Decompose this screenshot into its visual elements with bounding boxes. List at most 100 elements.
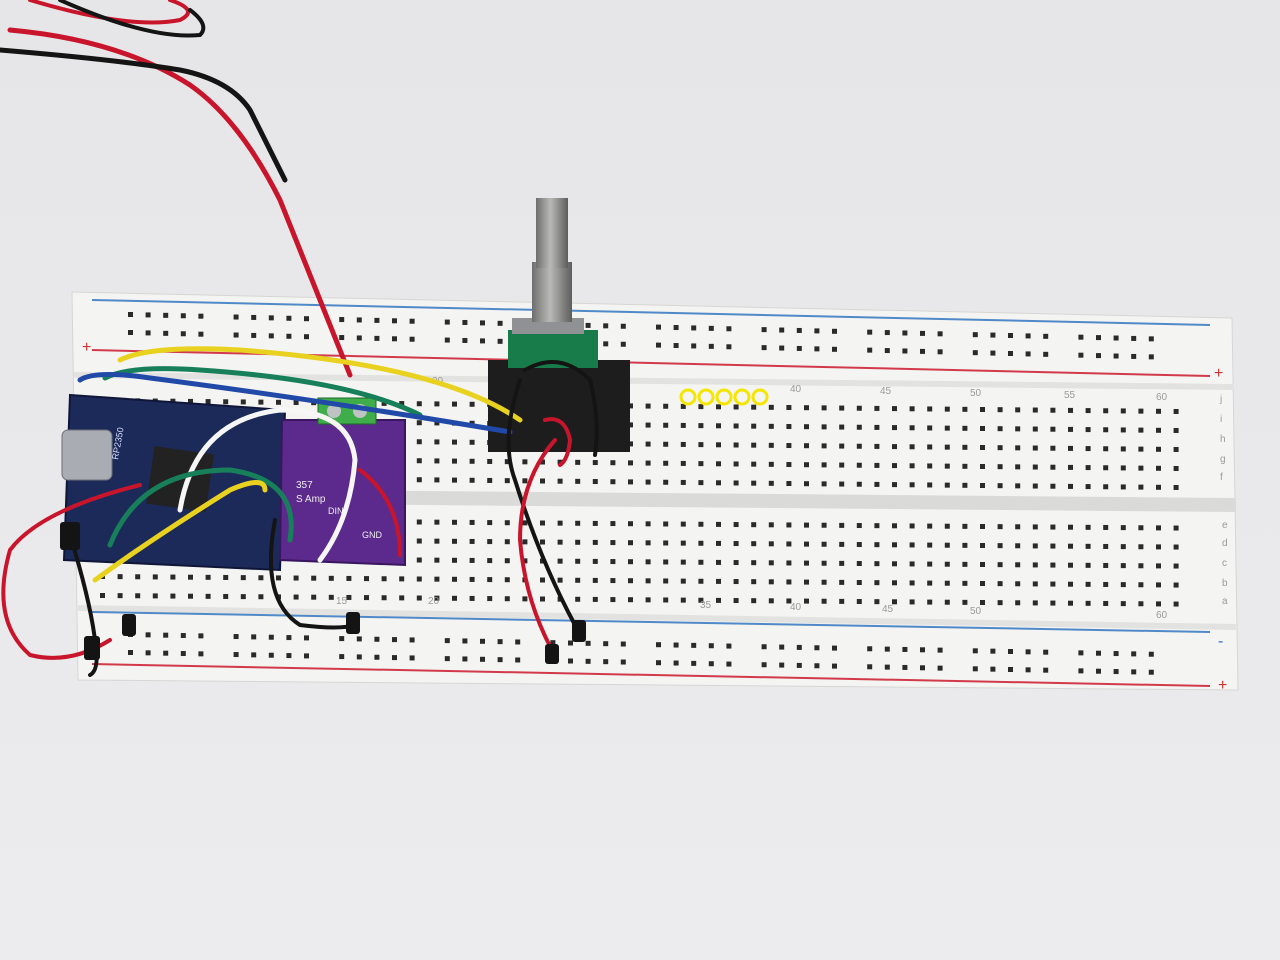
breadboard-hole	[962, 463, 968, 469]
row-letter: j	[1219, 394, 1222, 405]
breadboard-hole	[487, 539, 493, 545]
breadboard-hole	[786, 579, 792, 585]
breadboard-hole	[962, 580, 968, 586]
breadboard-hole	[620, 323, 626, 329]
breadboard-hole	[1131, 651, 1137, 657]
breadboard-hole	[751, 541, 757, 547]
breadboard-hole	[416, 557, 422, 563]
breadboard-hole	[592, 539, 598, 545]
breadboard-hole	[804, 522, 809, 528]
breadboard-hole	[768, 404, 774, 410]
breadboard-hole	[821, 560, 827, 566]
breadboard-hole	[205, 399, 211, 405]
breadboard-hole	[575, 577, 581, 583]
breadboard-hole	[540, 539, 545, 545]
breadboard-hole	[839, 424, 845, 430]
encoder-shaft-thread	[532, 262, 572, 322]
breadboard-hole	[100, 593, 105, 598]
breadboard-hole	[540, 520, 545, 526]
breadboard-hole	[698, 540, 704, 546]
breadboard-hole	[487, 520, 493, 526]
bottom-rail-minus: -	[1218, 633, 1223, 650]
breadboard-hole	[1025, 351, 1031, 357]
breadboard-hole	[1025, 667, 1031, 673]
breadboard-hole	[1173, 563, 1179, 569]
breadboard-hole	[884, 646, 890, 652]
breadboard-hole	[832, 328, 837, 334]
breadboard-hole	[733, 522, 739, 528]
breadboard-hole	[522, 558, 528, 564]
breadboard-hole	[1043, 351, 1049, 357]
col-number: 40	[790, 602, 802, 613]
breadboard-hole	[258, 399, 264, 405]
top-rail-plus: +	[82, 339, 91, 356]
row-letter: b	[1222, 578, 1228, 589]
yellow-wire	[117, 346, 523, 423]
breadboard-hole	[1173, 446, 1179, 452]
breadboard-hole	[1120, 465, 1126, 471]
breadboard-hole	[339, 636, 345, 642]
breadboard-hole	[786, 481, 792, 487]
breadboard-hole	[839, 541, 845, 547]
breadboard-hole	[892, 463, 897, 469]
breadboard-hole	[927, 561, 933, 567]
breadboard-hole	[522, 459, 528, 465]
breadboard-hole	[1050, 464, 1056, 470]
row-letter: e	[1222, 520, 1228, 531]
jumper-wires	[0, 0, 599, 677]
breadboard-hole	[874, 481, 880, 487]
breadboard-hole	[286, 333, 292, 339]
breadboard-hole	[1096, 335, 1101, 341]
breadboard-hole	[180, 331, 186, 337]
breadboard-hole	[1078, 668, 1084, 674]
breadboard-hole	[874, 443, 880, 449]
breadboard-hole	[708, 661, 714, 667]
breadboard-hole	[698, 578, 704, 584]
breadboard-hole	[1173, 484, 1179, 490]
breadboard-hole	[170, 593, 176, 599]
breadboard-hole	[1120, 446, 1126, 452]
breadboard-hole	[856, 599, 862, 605]
breadboard-hole	[997, 524, 1003, 530]
breadboard-hole	[469, 519, 475, 525]
breadboard-hole	[1103, 524, 1109, 530]
breadboard-hole	[1032, 426, 1038, 432]
breadboard-hole	[152, 593, 158, 599]
breadboard-hole	[540, 596, 545, 602]
breadboard-hole	[1156, 465, 1161, 471]
breadboard-hole	[557, 558, 563, 564]
breadboard-hole	[892, 542, 897, 548]
breadboard-hole	[1015, 483, 1021, 489]
breadboard-hole	[1173, 601, 1179, 607]
screw-icon	[327, 404, 341, 418]
breadboard-hole	[374, 654, 380, 660]
breadboard-hole	[786, 405, 792, 411]
breadboard-hole	[814, 346, 820, 352]
breadboard-hole	[416, 439, 422, 445]
breadboard-hole	[909, 561, 915, 567]
breadboard-hole	[902, 348, 908, 354]
breadboard-hole	[188, 593, 193, 599]
breadboard-hole	[356, 636, 362, 642]
breadboard-hole	[557, 478, 563, 484]
breadboard-hole	[751, 442, 757, 448]
breadboard-hole	[927, 425, 933, 431]
breadboard-hole	[585, 322, 591, 328]
breadboard-hole	[504, 459, 510, 465]
breadboard-hole	[276, 399, 281, 405]
breadboard-hole	[867, 347, 873, 353]
breadboard-hole	[698, 442, 704, 448]
breadboard-hole	[716, 442, 721, 448]
breadboard-hole	[145, 632, 151, 638]
breadboard-hole	[480, 638, 485, 644]
breadboard-hole	[497, 657, 503, 663]
breadboard-hole	[1050, 543, 1056, 549]
breadboard-hole	[856, 481, 862, 487]
breadboard-hole	[1015, 562, 1021, 568]
breadboard-hole	[663, 460, 669, 466]
encoder-red-wire	[517, 438, 557, 652]
breadboard-hole	[610, 597, 616, 603]
breadboard-hole	[487, 477, 493, 483]
breadboard-hole	[1156, 408, 1161, 414]
breadboard-hole	[1096, 650, 1101, 656]
